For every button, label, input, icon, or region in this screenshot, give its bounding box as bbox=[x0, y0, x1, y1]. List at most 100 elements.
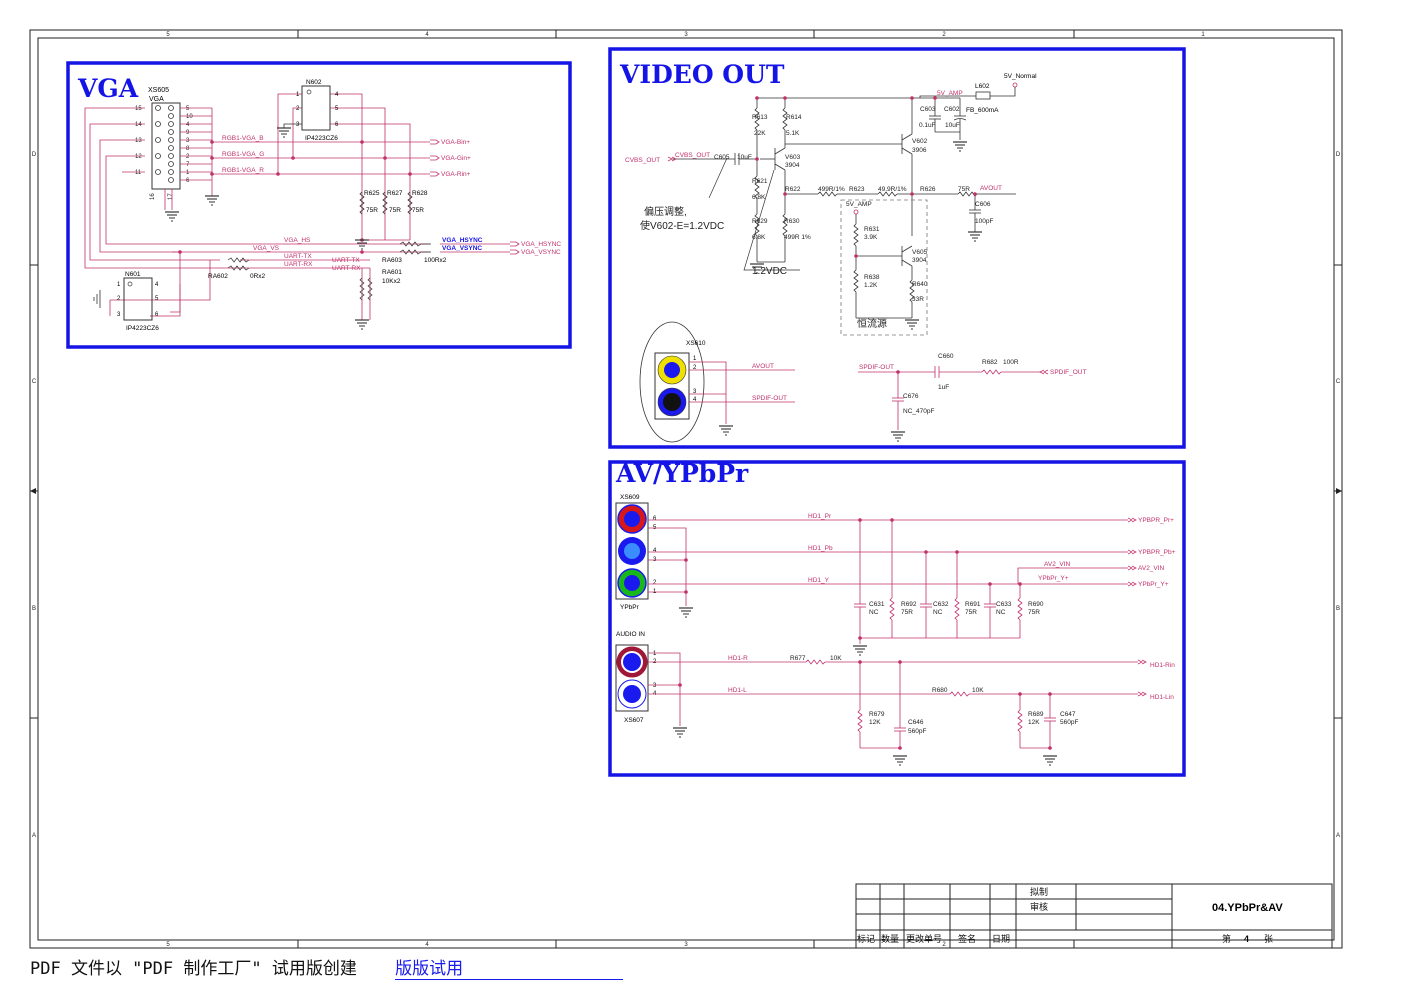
cap-label: C606 bbox=[975, 201, 991, 208]
pin-number: 2 bbox=[693, 365, 697, 371]
title-block bbox=[855, 883, 1333, 949]
pin-number: 3 bbox=[653, 683, 657, 689]
resistor-value: 10K bbox=[972, 687, 984, 694]
resistor-label: R680 bbox=[932, 687, 948, 694]
port-label: YPbPr_Y+ bbox=[1138, 581, 1169, 588]
pin-number: 8 bbox=[186, 146, 190, 152]
net-label: VGA_VS bbox=[253, 245, 280, 252]
transistor-label: V605 bbox=[912, 249, 928, 256]
net-label: HD1_Pr bbox=[808, 513, 832, 520]
cap-label: C603 bbox=[920, 106, 936, 113]
resistor-value: 10K bbox=[830, 655, 842, 662]
connector-label: XS605 bbox=[148, 87, 169, 94]
resistor-value: 3.9K bbox=[864, 234, 878, 241]
vga-title: VGA bbox=[77, 74, 139, 103]
ic-part: IP4223CZ6 bbox=[305, 135, 338, 142]
net-label: HD1-R bbox=[728, 655, 748, 662]
cap-value: 10uF bbox=[737, 154, 752, 161]
note-current-source: 恒流源 bbox=[857, 317, 887, 330]
transistor-value: 3906 bbox=[912, 147, 927, 154]
transistor-value: 3904 bbox=[785, 162, 800, 169]
footer-link[interactable]: 版版试用 bbox=[395, 959, 624, 980]
pin-number: 3 bbox=[296, 122, 300, 128]
connector-label: XS609 bbox=[620, 494, 640, 501]
pin-number: 7 bbox=[186, 162, 190, 168]
note-voltage: 1.2VDC bbox=[752, 266, 787, 277]
zone-number: 5 bbox=[166, 32, 170, 38]
transistor-value: 3904 bbox=[912, 257, 927, 264]
pin-number: 15 bbox=[135, 106, 142, 112]
resistor-value: 75R bbox=[958, 186, 970, 193]
resistor-value: 6.8K bbox=[752, 194, 766, 201]
pin-number: 2 bbox=[186, 154, 190, 160]
net-label: UART-TX bbox=[332, 257, 360, 264]
review-label: 审核 bbox=[1030, 901, 1048, 912]
pin-number: 6 bbox=[155, 312, 159, 318]
zone-letter: A bbox=[32, 833, 36, 839]
note-bias: 偏压调整, bbox=[644, 205, 687, 218]
resistor-value: 75R bbox=[412, 207, 424, 214]
resistor-label: R682 bbox=[982, 359, 998, 366]
footer-text: PDF 文件以 "PDF 制作工厂" 试用版创建 bbox=[30, 959, 357, 979]
resistor-label: R626 bbox=[920, 186, 936, 193]
cap-label: C647 bbox=[1060, 711, 1076, 718]
net-label: VGA_HS bbox=[284, 237, 311, 244]
resistor-value: 33R bbox=[912, 296, 924, 303]
cap-label: C676 bbox=[903, 393, 919, 400]
pin-number: 5 bbox=[335, 106, 339, 112]
sheet-number: 4 bbox=[1244, 934, 1249, 944]
port-label: YPBPR_Pb+ bbox=[1138, 549, 1176, 556]
cap-value: NC bbox=[996, 609, 1006, 616]
col-qty: 数量 bbox=[881, 933, 899, 944]
supply-label: 5V_Normal bbox=[1004, 73, 1037, 80]
zone-number: 2 bbox=[942, 942, 946, 948]
pin-number: 6 bbox=[186, 178, 190, 184]
port-label: HD1-Rin bbox=[1150, 662, 1175, 669]
pin-number: 16 bbox=[150, 193, 156, 200]
resistor-label: R631 bbox=[864, 226, 880, 233]
net-label: 5V_AMP bbox=[846, 201, 872, 208]
net-label: VGA_HSYNC bbox=[442, 237, 483, 244]
resistor-value: 499R 1% bbox=[784, 234, 811, 241]
draft-label: 拟制 bbox=[1030, 886, 1048, 897]
zone-number: 5 bbox=[166, 942, 170, 948]
resistor-label: R621 bbox=[752, 178, 768, 185]
pin-number: 1 bbox=[117, 282, 121, 288]
net-label: HD1_Pb bbox=[808, 545, 833, 552]
pin-number: 11 bbox=[135, 170, 142, 176]
connector-sub: YPbPr bbox=[620, 604, 640, 611]
ic-part: IP4223CZ6 bbox=[126, 325, 159, 332]
port-label: VGA-Gin+ bbox=[441, 155, 471, 162]
pin-number: 12 bbox=[135, 154, 142, 160]
resistor-value: 1.2K bbox=[864, 282, 878, 289]
resistor-value: 12K bbox=[1028, 719, 1040, 726]
resistor-label: R629 bbox=[752, 218, 768, 225]
zone-letter: A bbox=[1336, 833, 1340, 839]
net-label: HD1_Y bbox=[808, 577, 830, 584]
cap-label: C605 bbox=[714, 154, 730, 161]
resistor-value: 5.1K bbox=[786, 130, 800, 137]
resistor-value: 499R/1% bbox=[818, 186, 845, 193]
sheet-title: 04.YPbPr&AV bbox=[1212, 902, 1283, 914]
connector-label: XS607 bbox=[624, 717, 644, 724]
resistor-value: 75R bbox=[901, 609, 913, 616]
cap-value: 560pF bbox=[1060, 719, 1078, 726]
net-label: SPDIF-OUT bbox=[859, 364, 894, 371]
transistor-label: V602 bbox=[912, 138, 928, 145]
connector-sub: VGA bbox=[149, 96, 164, 103]
zone-number: 4 bbox=[425, 942, 429, 948]
resistor-label: R677 bbox=[790, 655, 806, 662]
pin-number: 1 bbox=[296, 92, 300, 98]
resistor-label: R689 bbox=[1028, 711, 1044, 718]
port-label: VGA_HSYNC bbox=[521, 241, 561, 248]
port-label: VGA-Bin+ bbox=[441, 139, 470, 146]
resistor-value: 100R bbox=[1003, 359, 1019, 366]
resistor-label: R625 bbox=[364, 190, 380, 197]
net-label: CVBS_OUT bbox=[675, 152, 710, 159]
net-label: AVOUT bbox=[752, 363, 774, 370]
cap-value: NC bbox=[869, 609, 879, 616]
resistor-label: R614 bbox=[786, 114, 802, 121]
pin-number: 1 bbox=[186, 170, 190, 176]
net-label: UART-RX bbox=[332, 265, 361, 272]
